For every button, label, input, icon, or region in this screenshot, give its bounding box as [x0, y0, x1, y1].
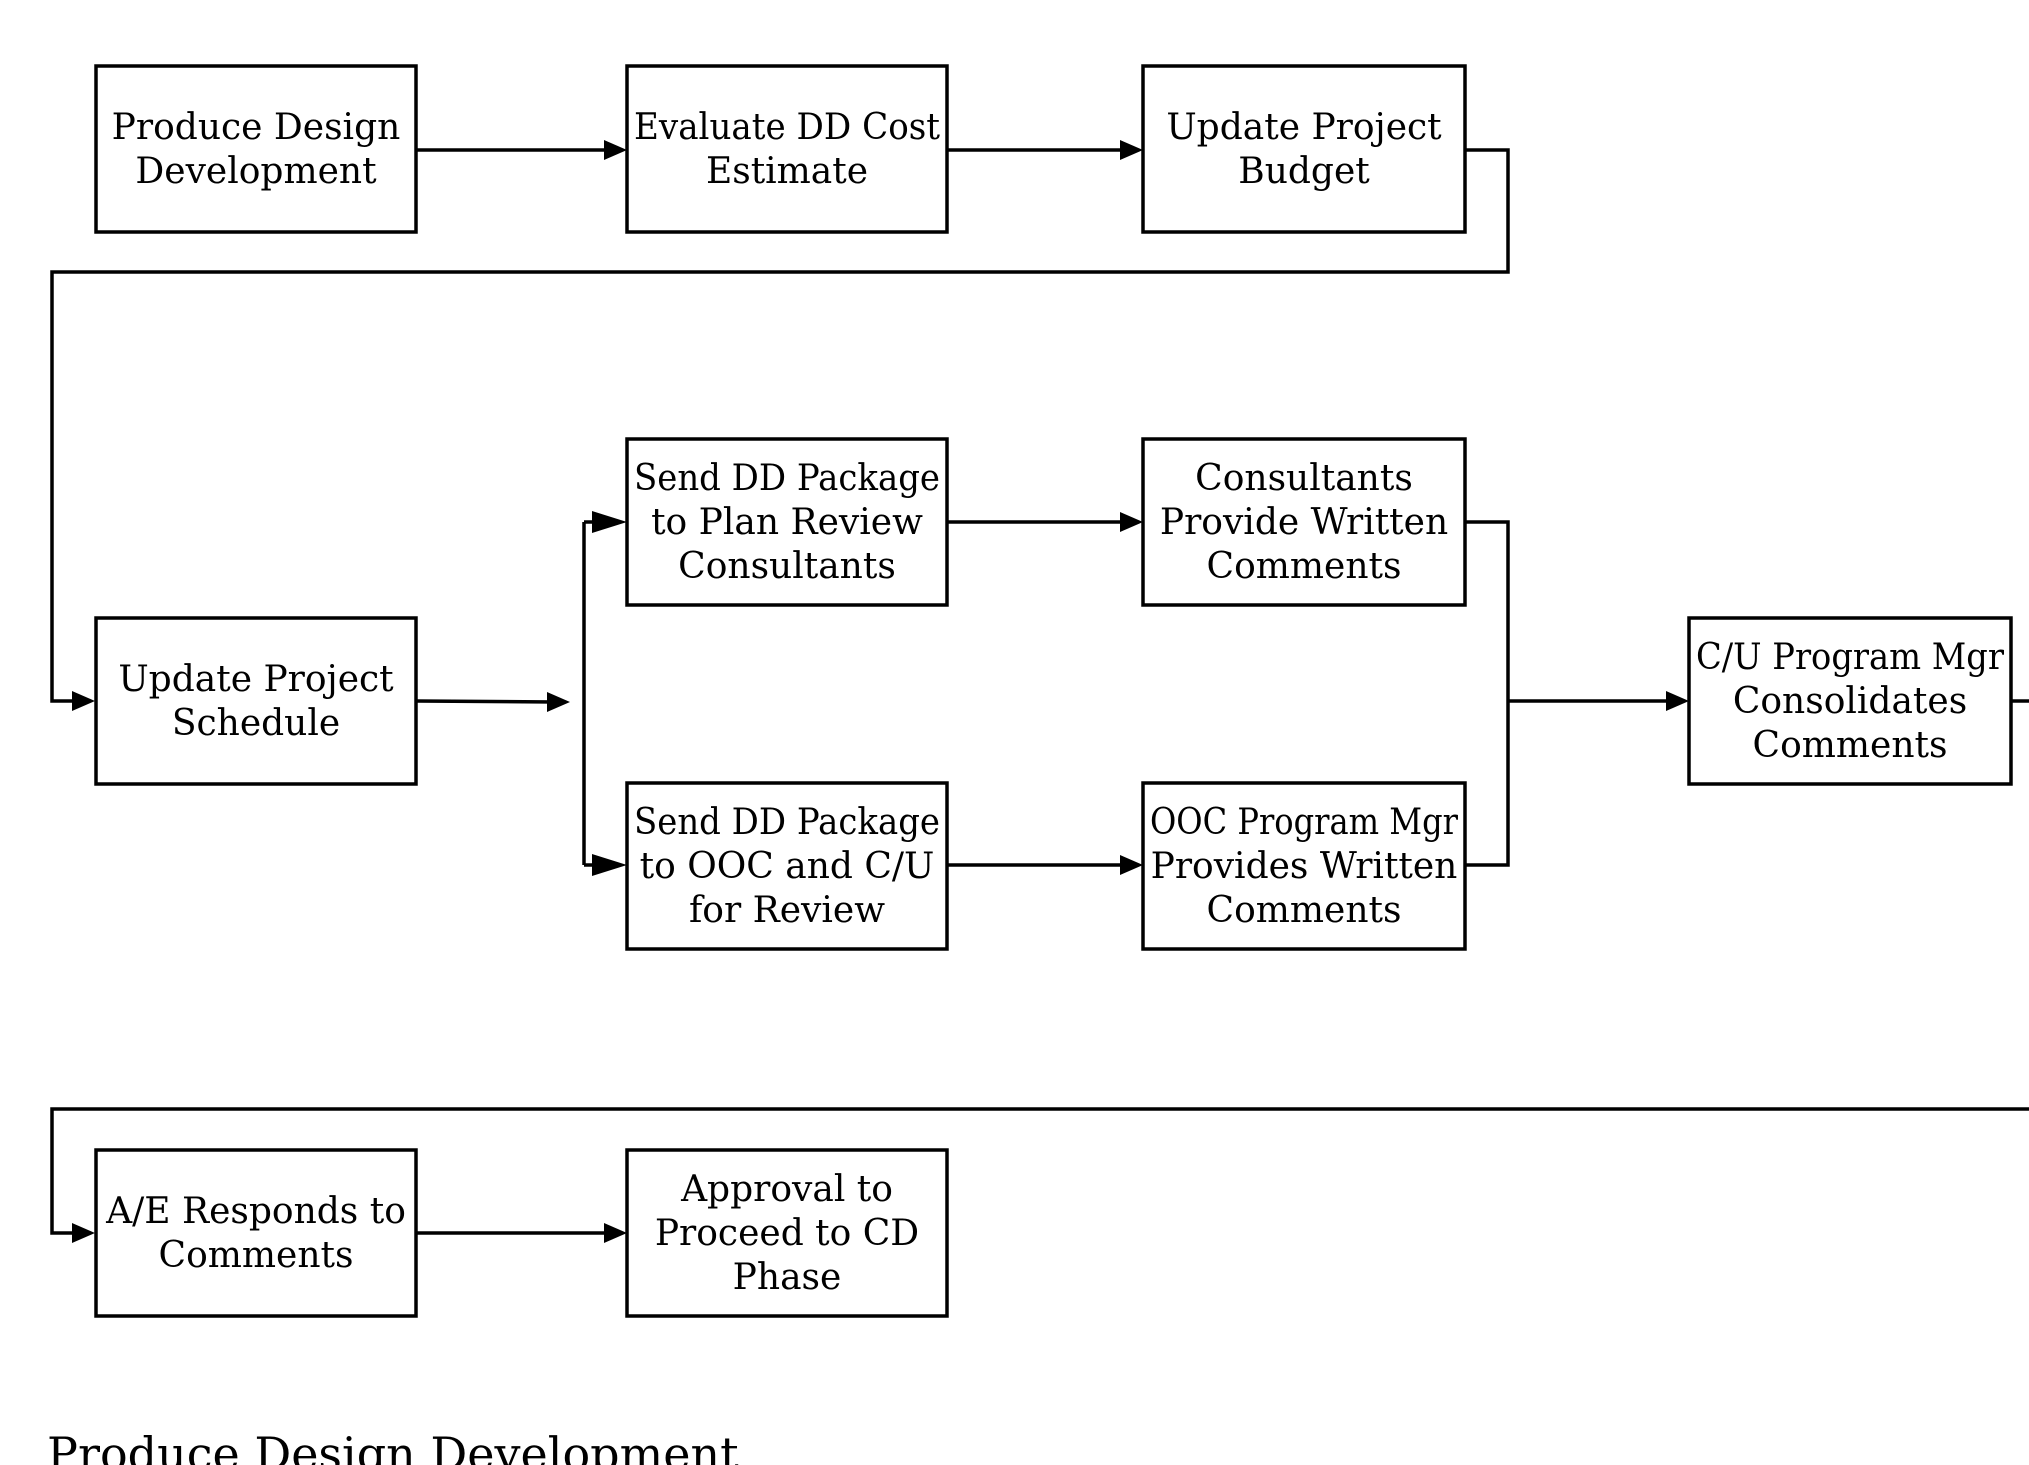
- process-box-label-line: OOC Program Mgr: [1150, 802, 1459, 843]
- process-box-frame: [625, 437, 949, 607]
- arrowhead-send-ooc: [592, 854, 627, 876]
- process-box-label-line: Approval to: [680, 1169, 893, 1210]
- process-box-label-line: Phase: [733, 1257, 842, 1298]
- process-box-label-line: Comments: [159, 1235, 354, 1276]
- arrowhead-plan-review: [592, 511, 627, 533]
- process-box-frame: [94, 1148, 418, 1318]
- process-box-label-line: Provides Written: [1151, 846, 1458, 887]
- connector-consultants-merge: [1465, 520, 1510, 867]
- connector-budget-to-schedule: [50, 148, 1510, 703]
- connector-schedule-to-split: [415, 699, 556, 704]
- process-box-label-line: Estimate: [706, 151, 868, 192]
- process-box-frame: [1141, 64, 1467, 234]
- arrowhead-cu: [1666, 691, 1689, 711]
- process-box-frame: [625, 64, 949, 234]
- arrowhead-budget: [1120, 140, 1143, 160]
- connector-cu-to-ae: [50, 699, 2029, 1235]
- process-box-label-line: Send DD Package: [634, 802, 940, 843]
- process-box-frame: [625, 1148, 949, 1318]
- process-box-label-line: for Review: [689, 890, 885, 931]
- process-box-label-line: Comments: [1753, 725, 1948, 766]
- process-box-frame: [625, 781, 949, 951]
- process-box-label-line: Development: [135, 151, 377, 192]
- process-box-label-line: Comments: [1207, 546, 1402, 587]
- process-box-label-line: to Plan Review: [651, 502, 923, 543]
- process-box-frame: [1141, 781, 1467, 951]
- process-box-label-line: Provide Written: [1160, 502, 1448, 543]
- process-box-label-line: Budget: [1238, 151, 1370, 192]
- process-box-label-line: Update Project: [1166, 107, 1442, 148]
- process-box-label-line: Schedule: [172, 703, 340, 744]
- process-box-frame: [94, 64, 418, 234]
- arrowhead-consultants: [1120, 512, 1143, 532]
- connectors: [50, 140, 2029, 1243]
- arrowhead-split: [547, 692, 570, 712]
- process-box-label-line: C/U Program Mgr: [1696, 637, 2005, 678]
- process-box-label-line: Proceed to CD: [655, 1213, 919, 1254]
- process-box-label-line: Evaluate DD Cost: [634, 107, 940, 148]
- arrowhead-approval: [604, 1223, 627, 1243]
- process-box-label-line: A/E Responds to: [105, 1191, 406, 1232]
- footer-title: Produce Design Development: [47, 1427, 739, 1465]
- arrowhead-ooc-comments: [1120, 855, 1143, 875]
- arrowhead-evaluate: [604, 140, 627, 160]
- process-box-frame: [1687, 616, 2013, 786]
- process-box-label-line: Consolidates: [1733, 681, 1967, 722]
- process-box-label-line: Produce Design: [112, 107, 401, 148]
- process-box-frame: [1141, 437, 1467, 607]
- arrowhead-schedule: [72, 691, 95, 711]
- process-box-label-line: Consultants: [678, 546, 896, 587]
- process-box-label-line: Comments: [1207, 890, 1402, 931]
- process-box-label-line: Consultants: [1195, 458, 1413, 499]
- arrowhead-ae: [72, 1223, 95, 1243]
- process-box-frame: [94, 616, 418, 786]
- process-box-label-line: Update Project: [118, 659, 394, 700]
- process-box-label-line: Send DD Package: [634, 458, 940, 499]
- process-box-label-line: to OOC and C/U: [640, 846, 935, 887]
